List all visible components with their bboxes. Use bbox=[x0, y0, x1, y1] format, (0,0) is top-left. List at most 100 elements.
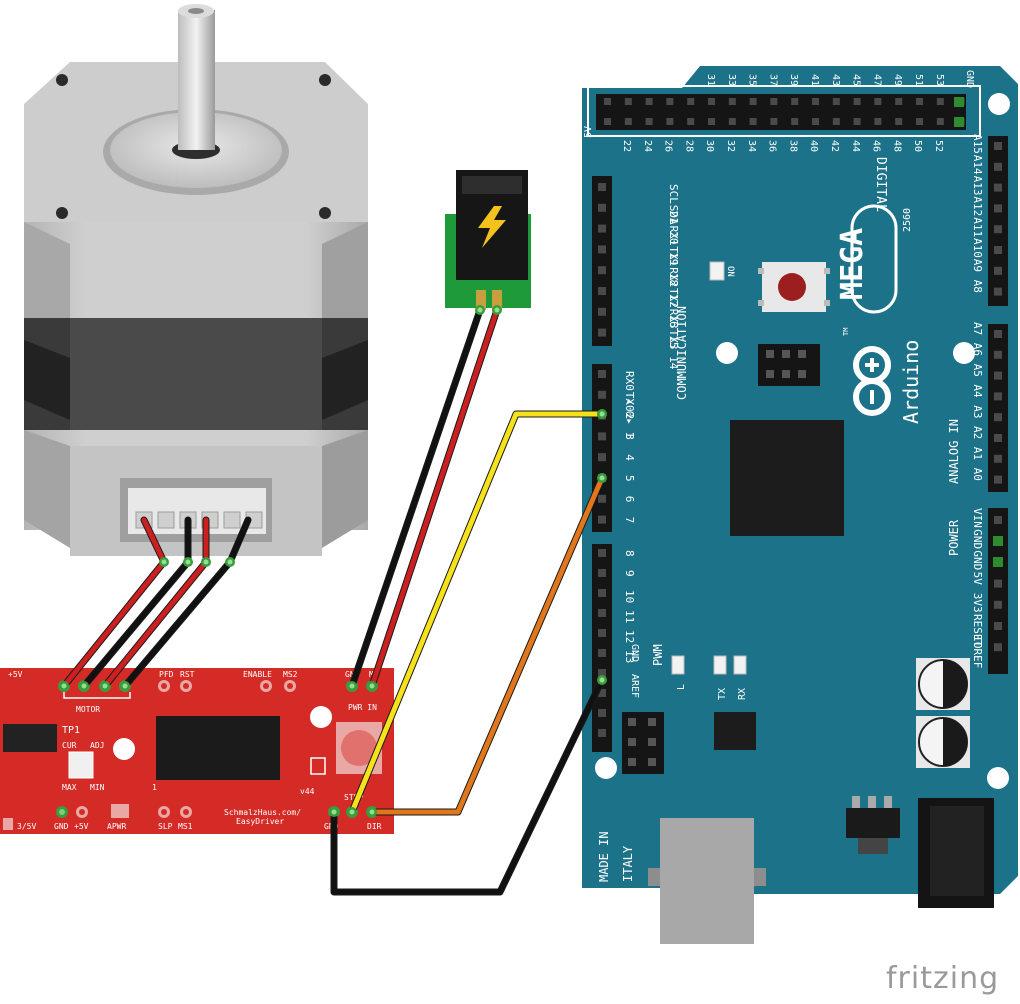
l-led bbox=[671, 655, 685, 675]
power-label: POWER bbox=[947, 519, 961, 556]
top-pin-label: 45 bbox=[851, 74, 862, 86]
header-socket bbox=[598, 649, 606, 657]
header-socket bbox=[994, 246, 1002, 254]
wires bbox=[59, 305, 607, 896]
ed-plus5v-label: +5V bbox=[74, 822, 89, 831]
left-pin-label: SDA 20 bbox=[667, 205, 680, 245]
header-socket bbox=[666, 98, 674, 105]
mount-hole bbox=[319, 207, 331, 219]
top-pin-label: 36 bbox=[767, 140, 778, 152]
motor-body-stator bbox=[70, 318, 322, 446]
right-pin-label: A8 bbox=[971, 280, 984, 293]
wire-end-center bbox=[331, 809, 337, 815]
wire-end-center bbox=[161, 559, 167, 565]
motor-body-side-left bbox=[24, 222, 70, 318]
left-pin-label: 12 bbox=[623, 630, 636, 643]
top-pin-label: 43 bbox=[830, 74, 841, 86]
top-pin-label: 34 bbox=[746, 140, 757, 152]
wire-end-center bbox=[369, 683, 375, 689]
ed-adj-label: ADJ bbox=[90, 741, 104, 750]
atmega2560-chip bbox=[730, 420, 844, 536]
model-label: 2560 bbox=[902, 208, 913, 232]
header-socket bbox=[770, 118, 778, 125]
motor-shaft bbox=[178, 10, 215, 150]
right-pin-label: A15 bbox=[971, 134, 984, 154]
right-pin-label: A10 bbox=[971, 238, 984, 258]
header-socket bbox=[687, 118, 695, 125]
header-socket bbox=[994, 183, 1002, 192]
header-socket bbox=[604, 118, 611, 125]
ed-v44-label: v44 bbox=[300, 787, 315, 796]
power-positive-wire bbox=[369, 307, 500, 689]
wire-end-center bbox=[185, 559, 191, 565]
digital-label: DIGITAL bbox=[873, 157, 888, 212]
gnd-pin-active bbox=[993, 536, 1003, 546]
header-socket bbox=[994, 371, 1002, 380]
top-pin-label: 41 bbox=[809, 74, 820, 86]
top-header-outline bbox=[587, 85, 981, 137]
left-pin-label: 3 bbox=[623, 433, 636, 440]
header-socket bbox=[812, 98, 819, 105]
ed-one-label: 1 bbox=[152, 783, 157, 792]
wire-end-center bbox=[599, 411, 605, 417]
top-pin-label: 38 bbox=[787, 140, 798, 152]
top-pin-label: 40 bbox=[808, 140, 819, 152]
left-pin-label: TX1 18 bbox=[667, 246, 680, 286]
ed-mount-hole bbox=[113, 738, 135, 760]
right-pin-label: A13 bbox=[971, 176, 984, 196]
right-pin-label: GND bbox=[971, 550, 984, 570]
header-socket bbox=[994, 162, 1002, 171]
right-pin-label: A7 bbox=[971, 322, 984, 335]
tx-led bbox=[713, 655, 727, 675]
right-pin-label: A4 bbox=[971, 384, 984, 398]
tx-label: TX bbox=[717, 688, 728, 700]
left-pin-label: SCL 21 bbox=[667, 184, 680, 224]
top-header-body bbox=[596, 94, 966, 130]
gnd-left-label: GND bbox=[629, 644, 640, 662]
header-socket bbox=[895, 118, 903, 125]
left-pin-label: 5 bbox=[623, 475, 636, 482]
wire-end-center bbox=[494, 307, 500, 313]
ed-cur-label: CUR bbox=[62, 741, 77, 750]
rx-label: RX bbox=[737, 688, 748, 700]
header-socket bbox=[874, 98, 882, 105]
capacitor bbox=[916, 716, 970, 768]
header-socket bbox=[598, 609, 606, 617]
motor-body-side-right bbox=[322, 222, 368, 318]
left-pin-label: 11 bbox=[623, 610, 636, 623]
right-pin-label: VIN bbox=[971, 508, 984, 528]
wire-end-center bbox=[61, 683, 67, 689]
wire-end-center bbox=[599, 475, 605, 481]
header-socket bbox=[598, 569, 606, 577]
header-socket bbox=[994, 643, 1002, 652]
solder-pad-hole bbox=[79, 809, 85, 815]
gnd-top-label: GND bbox=[964, 70, 975, 88]
ed-rst-label: RST bbox=[180, 670, 195, 679]
right-pin-label: A1 bbox=[971, 447, 984, 460]
left-pin-label: TX2 16 bbox=[667, 288, 680, 328]
header-socket bbox=[598, 689, 606, 697]
tm-label: TM bbox=[842, 328, 850, 336]
header-socket bbox=[994, 287, 1002, 296]
pwm-header bbox=[592, 544, 612, 752]
arduino-labels: MEGA 2560 Arduino TM DIGITAL GND 5V COMM… bbox=[583, 70, 975, 882]
header-socket bbox=[749, 98, 757, 105]
right-pin-label: A0 bbox=[971, 468, 984, 481]
right-pin-label: A2 bbox=[971, 426, 984, 439]
right-pin-label: A14 bbox=[971, 155, 984, 175]
header-socket bbox=[604, 98, 611, 105]
top-pin-label: 26 bbox=[663, 140, 674, 152]
solder-pad-hole bbox=[263, 683, 269, 689]
brand-label: Arduino bbox=[899, 340, 923, 424]
ed-3-5v-label: 3/5V bbox=[17, 822, 36, 831]
top-pin-label: 37 bbox=[767, 74, 778, 86]
motor-bracket bbox=[63, 692, 131, 699]
right-pin-label: RESET bbox=[971, 614, 984, 647]
top-pin-label: 50 bbox=[912, 140, 923, 152]
top-pin-label: 49 bbox=[892, 74, 903, 86]
header-socket bbox=[895, 98, 903, 105]
lower-chamfer-left bbox=[24, 430, 70, 548]
header-socket bbox=[994, 330, 1002, 338]
dir-wire bbox=[369, 475, 605, 815]
